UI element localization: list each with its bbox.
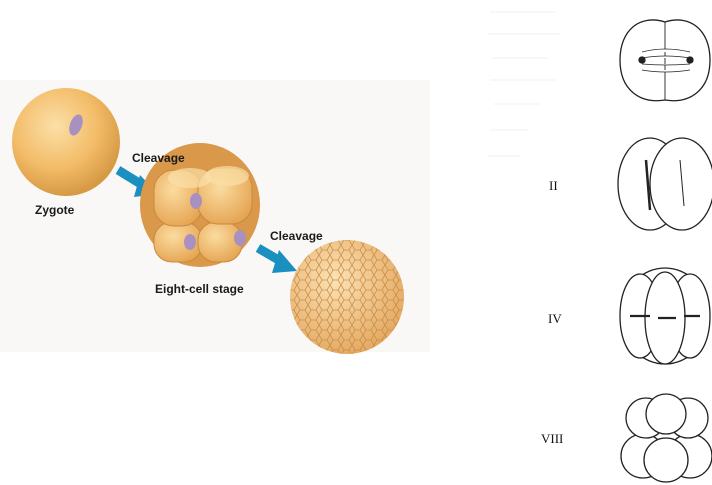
eight-cell-stage-drawing <box>621 394 712 482</box>
stage-label-viii: VIII <box>541 431 563 447</box>
cleavage-label-2: Cleavage <box>270 229 323 243</box>
two-cell-stage-drawing <box>618 138 712 230</box>
four-cell-stage-drawing <box>620 268 710 364</box>
stage-label-iv: IV <box>548 311 562 327</box>
zygote-cell <box>12 88 120 196</box>
faded-text-marks <box>488 12 560 156</box>
two-cell-spindle-drawing <box>620 20 710 101</box>
stage-label-ii: II <box>549 178 558 194</box>
eight-cell-stage-label: Eight-cell stage <box>155 282 244 296</box>
cleavage-label-1: Cleavage <box>132 151 185 165</box>
zygote-label: Zygote <box>35 203 74 217</box>
cleavage-arrow-2 <box>258 248 297 273</box>
morula <box>290 240 404 354</box>
